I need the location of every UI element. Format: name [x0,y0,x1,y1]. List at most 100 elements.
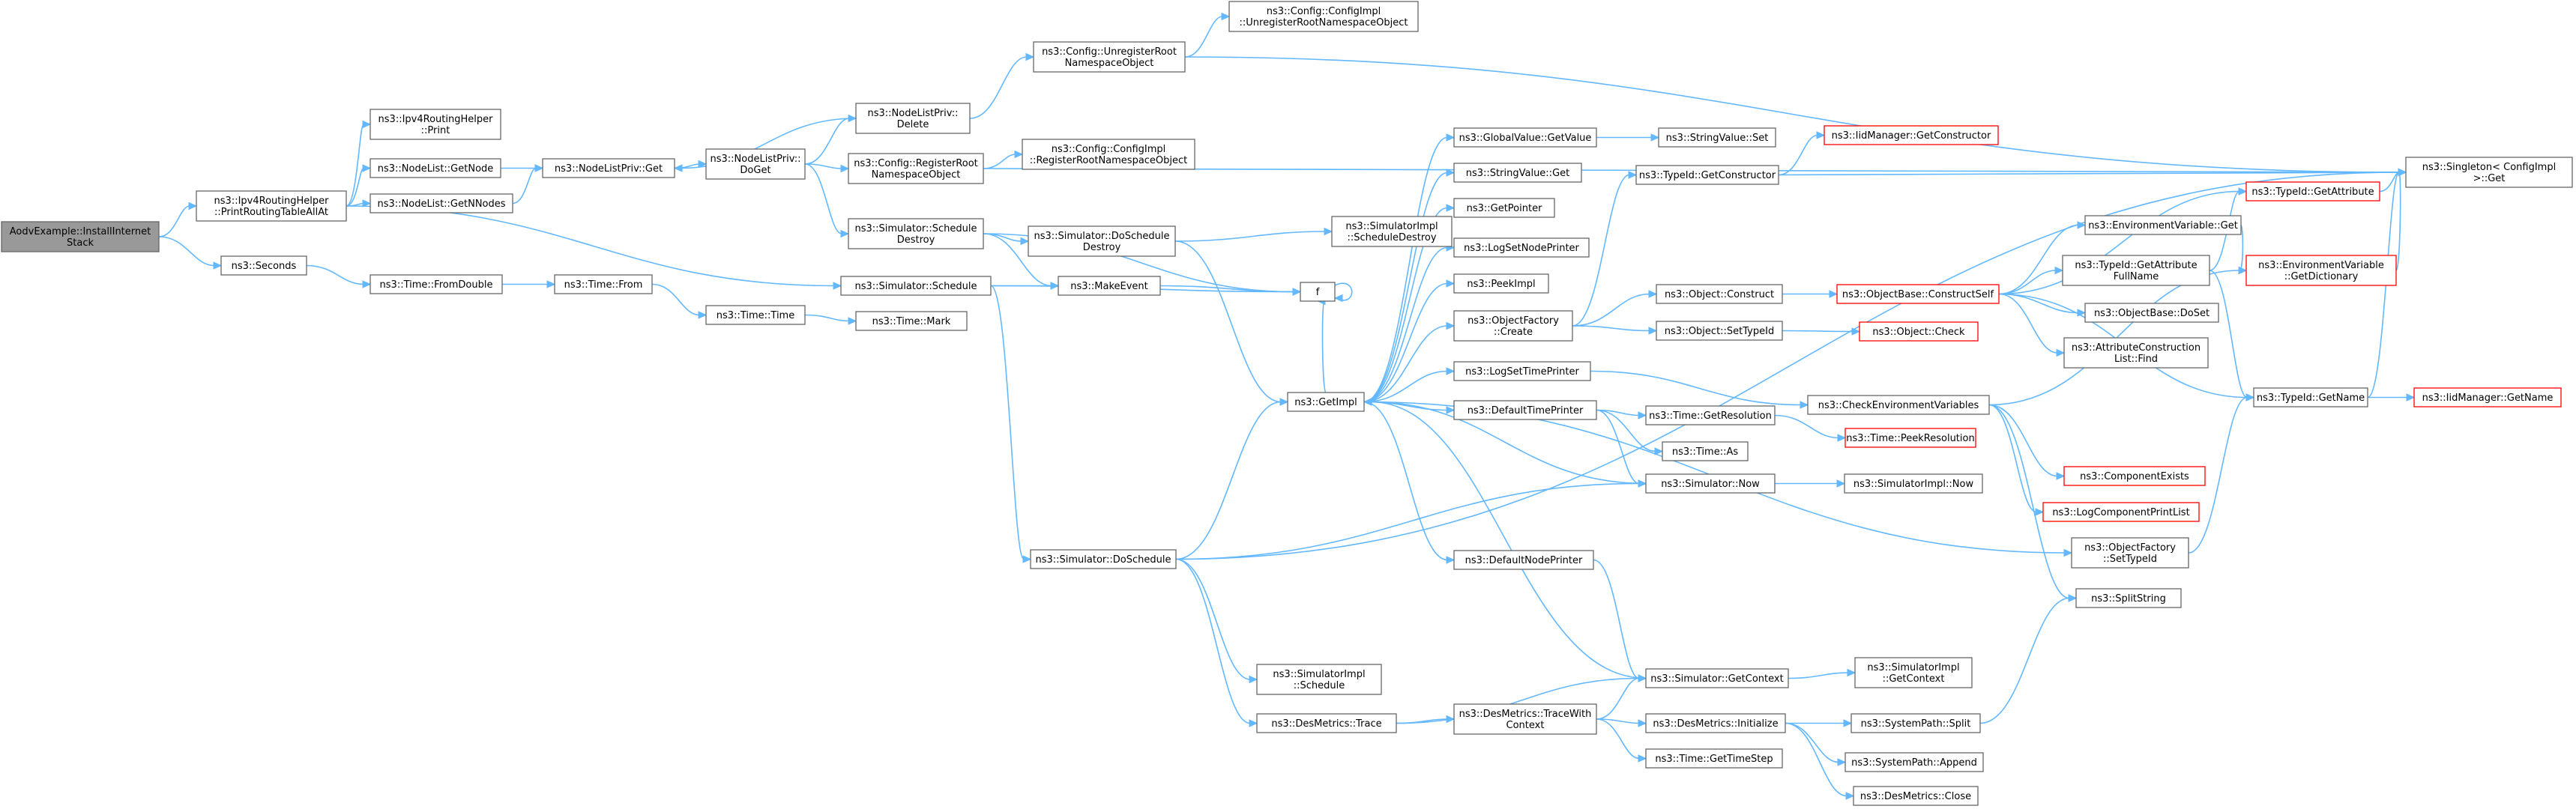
graph-edge-checkenv-compexists [1988,404,2066,480]
graph-edge-simdoschedestroy-simimplschedestroy [1174,227,1333,242]
graph-node-cfgimplunreg[interactable]: ns3::Config::ConfigImpl::UnregisterRootN… [1228,1,1419,32]
graph-node-tidgetattr[interactable]: ns3::TypeId::GetAttribute [2245,181,2380,202]
graph-node-simgetctx[interactable]: ns3::Simulator::GetContext [1645,668,1789,688]
graph-node-timefrom[interactable]: ns3::Time::From [554,274,653,294]
graph-node-svget[interactable]: ns3::StringValue::Get [1453,163,1582,183]
graph-node-nlpget[interactable]: ns3::NodeListPriv::Get [542,158,675,178]
graph-node-getnnodes[interactable]: ns3::NodeList::GetNNodes [369,193,513,213]
graph-edge-timefrom-timetime [651,283,708,319]
node-label: ns3::Object::SetTypeId [1665,326,1774,337]
graph-node-objconstruct[interactable]: ns3::Object::Construct [1656,284,1783,304]
graph-node-makeevent[interactable]: ns3::MakeEvent [1058,276,1161,296]
graph-node-objfactcreate[interactable]: ns3::ObjectFactory::Create [1453,310,1573,342]
graph-node-timeas[interactable]: ns3::Time::As [1662,441,1749,461]
node-label: ns3::SplitString [2091,593,2166,605]
node-box [1656,321,1783,341]
graph-node-desmclose[interactable]: ns3::DesMetrics::Close [1853,786,1979,806]
graph-node-getimpl[interactable]: ns3::GetImpl [1287,392,1365,412]
graph-node-syspathsplit[interactable]: ns3::SystemPath::Split [1850,713,1981,733]
graph-node-deftimeprinter[interactable]: ns3::DefaultTimePrinter [1453,400,1597,420]
graph-node-simimplgetctx[interactable]: ns3::SimulatorImpl::GetContext [1854,657,1973,688]
node-label: ns3::Time::GetTimeStep [1655,754,1773,765]
graph-node-logcompprint[interactable]: ns3::LogComponentPrintList [2042,502,2200,522]
graph-node-logsettime[interactable]: ns3::LogSetTimePrinter [1453,361,1591,381]
graph-node-desminit[interactable]: ns3::DesMetrics::Initialize [1645,713,1786,733]
graph-node-ipv4prt[interactable]: ns3::Ipv4RoutingHelper::PrintRoutingTabl… [196,190,347,222]
graph-node-getpointer[interactable]: ns3::GetPointer [1453,198,1555,218]
node-box [2245,181,2380,202]
graph-node-objcheck[interactable]: ns3::Object::Check [1859,321,1979,342]
graph-node-getnode[interactable]: ns3::NodeList::GetNode [369,158,501,178]
node-box [2042,502,2200,522]
graph-node-simimplnow[interactable]: ns3::SimulatorImpl::Now [1844,473,1983,494]
graph-node-iidmgetctor[interactable]: ns3::IidManager::GetConstructor [1824,125,1999,145]
graph-node-nlpdelete[interactable]: ns3::NodeListPriv::Delete [855,103,971,134]
graph-node-simnow[interactable]: ns3::Simulator::Now [1645,473,1776,494]
node-box [1256,664,1382,695]
graph-node-tidgetctor[interactable]: ns3::TypeId::GetConstructor [1635,165,1779,185]
graph-node-obdoset[interactable]: ns3::ObjectBase::DoSet [2084,303,2219,323]
graph-edge-desmtrace-desmtracewith [1396,715,1456,724]
graph-node-seconds[interactable]: ns3::Seconds [220,255,307,276]
graph-node-f[interactable]: f [1300,282,1336,302]
graph-node-logsetnode[interactable]: ns3::LogSetNodePrinter [1453,237,1590,258]
node-box [1300,282,1336,302]
graph-node-timemark[interactable]: ns3::Time::Mark [855,311,968,331]
node-label: ::PrintRoutingTableAllAt [214,207,328,218]
node-label: ns3::Config::RegisterRoot [854,158,978,169]
graph-node-simschedestroy[interactable]: ns3::Simulator::ScheduleDestroy [848,218,984,249]
graph-node-compexists[interactable]: ns3::ComponentExists [2063,466,2206,486]
graph-node-timegetstep[interactable]: ns3::Time::GetTimeStep [1645,748,1783,769]
node-label: NamespaceObject [1065,58,1154,69]
node-label: ns3::Time::PeekResolution [1846,433,1974,444]
node-box [196,190,347,222]
graph-node-objsettypeid[interactable]: ns3::Object::SetTypeId [1656,321,1783,341]
node-box [542,158,675,178]
graph-edge-simdoschedule-desmtrace [1175,558,1258,727]
node-label: ns3::LogSetTimePrinter [1465,366,1579,378]
node-box [2084,215,2242,235]
graph-node-simimplschedestroy[interactable]: ns3::SimulatorImpl::ScheduleDestroy [1331,216,1453,247]
graph-node-defnodeprinter[interactable]: ns3::DefaultNodePrinter [1453,550,1594,570]
graph-node-cfgimplreg[interactable]: ns3::Config::ConfigImpl::RegisterRootNam… [1022,139,1195,170]
graph-node-simimplschedule[interactable]: ns3::SimulatorImpl::Schedule [1256,664,1382,695]
graph-node-syspathappend[interactable]: ns3::SystemPath::Append [1844,752,1984,772]
node-label: ns3::ObjectFactory [2084,542,2176,554]
graph-node-fromdouble[interactable]: ns3::Time::FromDouble [369,274,503,294]
graph-node-peekimpl[interactable]: ns3::PeekImpl [1453,273,1549,294]
graph-node-envgetdict[interactable]: ns3::EnvironmentVariable::GetDictionary [2245,255,2397,286]
graph-node-cfgreg[interactable]: ns3::Config::RegisterRootNamespaceObject [848,153,984,184]
graph-edge-simgetctx-simimplgetctx [1788,668,1856,679]
graph-node-ipv4print[interactable]: ns3::Ipv4RoutingHelper::Print [369,109,501,140]
graph-node-tidgetname[interactable]: ns3::TypeId::GetName [2253,387,2368,407]
graph-edge-tidgetctor-singletonget [1778,168,2407,177]
graph-node-simdoschedule[interactable]: ns3::Simulator::DoSchedule [1030,549,1177,569]
graph-node-checkenv[interactable]: ns3::CheckEnvironmentVariables [1807,395,1990,415]
graph-node-cfgunreg[interactable]: ns3::Config::UnregisterRootNamespaceObje… [1033,41,1186,73]
node-label: ns3::Time::Time [717,310,794,321]
node-label: ns3::Object::Check [1872,327,1965,338]
graph-node-iidmgetname[interactable]: ns3::IidManager::GetName [2413,387,2562,407]
graph-node-timepeekres[interactable]: ns3::Time::PeekResolution [1844,428,1976,448]
graph-node-desmtrace[interactable]: ns3::DesMetrics::Trace [1256,713,1397,733]
graph-node-svset[interactable]: ns3::StringValue::Set [1658,127,1776,148]
node-label: ns3::EnvironmentVariable [2258,260,2384,271]
graph-edge-envgetdict-singletonget [2395,168,2407,271]
graph-node-timetime[interactable]: ns3::Time::Time [705,305,806,325]
node-label: ns3::SystemPath::Append [1851,757,1977,769]
graph-node-nlpdoget[interactable]: ns3::NodeListPriv::DoGet [705,148,806,180]
graph-node-envget[interactable]: ns3::EnvironmentVariable::Get [2084,215,2242,235]
graph-node-objfactsettypeid[interactable]: ns3::ObjectFactory::SetTypeId [2071,537,2189,569]
graph-node-gvgetvalue[interactable]: ns3::GlobalValue::GetValue [1453,127,1597,148]
graph-node-simschedule[interactable]: ns3::Simulator::Schedule [840,276,992,296]
graph-node-obconstructself[interactable]: ns3::ObjectBase::ConstructSelf [1836,284,2000,304]
graph-node-timegetres[interactable]: ns3::Time::GetResolution [1645,405,1776,425]
graph-edge-fromdouble-timefrom [502,280,556,288]
graph-node-splitstring[interactable]: ns3::SplitString [2075,588,2182,608]
graph-node-singletonget[interactable]: ns3::Singleton< ConfigImpl>::Get [2405,157,2573,188]
